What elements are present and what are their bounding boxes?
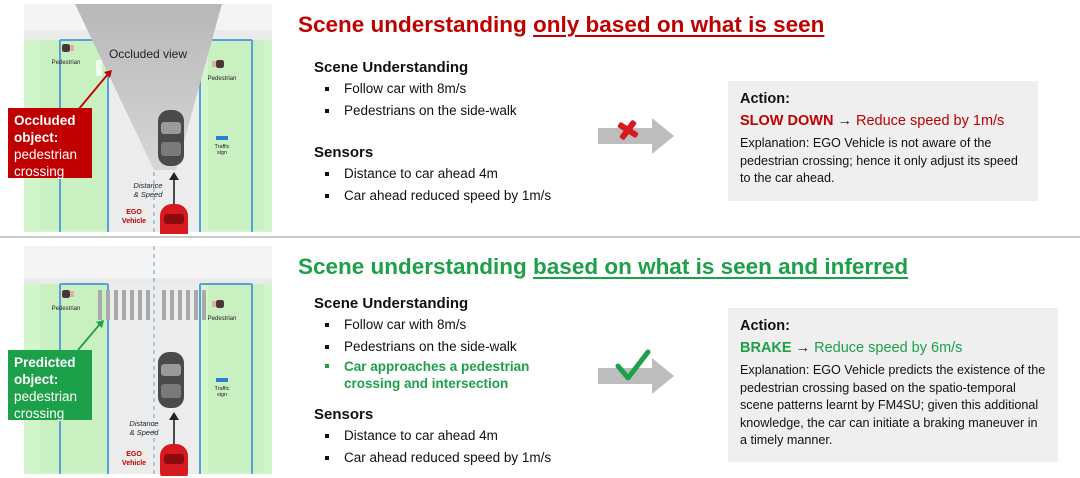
bottom-action-arrow: → [795,340,811,356]
list-item: Car ahead reduced speed by 1m/s [322,447,551,469]
right-grass [208,40,264,230]
car-ahead-icon [158,352,184,408]
traffic-sign-icon [216,378,228,382]
top-callout-line1: Occluded [14,113,76,128]
occluded-view-cone [75,4,222,170]
distance-label-2: & Speed [134,190,164,199]
top-action-arrow: → [837,113,852,129]
bottom-callout-line3: pedestrian [14,389,78,404]
cross-icon [617,120,639,140]
top-action-main: SLOW DOWN → Reduce speed by 1m/s [740,113,1026,129]
top-explanation: Explanation: EGO Vehicle is not aware of… [740,136,1018,185]
top-callout: Occluded object: pedestrian crossing [8,108,92,179]
bottom-title: Scene understanding based on what is see… [298,254,908,280]
bottom-callout-line2: object: [14,372,59,387]
list-item: Distance to car ahead 4m [322,425,551,447]
top-sensors-heading: Sensors [314,144,374,161]
pedestrian-left-label: Pedestrian [52,60,81,66]
bottom-action-label: Action: [740,318,790,334]
bottom-callout: Predicted object: pedestrian crossing [8,350,92,421]
top-title-prefix: Scene understanding [298,12,534,37]
pedestrian-left-icon [62,44,74,52]
top-action-text: Reduce speed by 1m/s [856,113,1005,129]
top-flow-arrow-icon [598,118,674,154]
panel-divider [0,236,1080,238]
top-sensor-list: Distance to car ahead 4m Car ahead reduc… [322,163,551,207]
top-scene-heading: Scene Understanding [314,59,469,76]
top-action-box: Action: SLOW DOWN → Reduce speed by 1m/s… [728,81,1038,201]
bottom-scene-list: Follow car with 8m/s Pedestrians on the … [322,314,562,395]
ego-label-1: EGO [126,209,142,216]
bottom-title-underlined: based on what is seen and inferred [533,254,909,279]
list-item: Distance to car ahead 4m [322,163,551,185]
bottom-sensor-list: Distance to car ahead 4m Car ahead reduc… [322,425,551,469]
checkmark-icon [615,349,651,381]
traffic-sign-icon [216,136,228,140]
pedestrian-left-icon [62,290,74,298]
traffic-sign-label-2: sign [217,150,227,156]
bottom-scene-heading: Scene Understanding [314,295,469,312]
top-callout-line4: crossing [14,164,65,179]
bottom-callout-line4: crossing [14,406,65,421]
traffic-sign-label-1: Traffic [215,144,230,150]
top-callout-line3: pedestrian [14,147,78,162]
pedestrian-right-label: Pedestrian [208,76,237,82]
ego-label-1: EGO [126,451,142,458]
distance-label-2: & Speed [130,428,160,437]
top-title-underlined: only based on what is seen [533,12,825,37]
pedestrian-right-icon [212,60,224,68]
distance-label-1: Distance [133,181,162,190]
bottom-action-box: Action: BRAKE → Reduce speed by 6m/s Exp… [728,308,1058,462]
traffic-sign-label-1: Traffic [215,386,230,392]
list-item: Follow car with 8m/s [322,78,517,100]
traffic-sign-label-2: sign [217,392,227,398]
top-scene-list: Follow car with 8m/s Pedestrians on the … [322,78,517,122]
ego-vehicle-icon [160,444,188,476]
ego-vehicle-icon [160,204,188,234]
top-callout-line2: object: [14,130,59,145]
bottom-explanation: Explanation: EGO Vehicle predicts the ex… [740,363,1046,447]
pedestrian-crossing [98,290,206,320]
list-item: Pedestrians on the side-walk [322,100,517,122]
top-action-keyword: SLOW DOWN [740,113,834,129]
pedestrian-right-label: Pedestrian [208,316,237,322]
distance-label-1: Distance [129,419,158,428]
bottom-action-keyword: BRAKE [740,340,792,356]
bottom-action-main: BRAKE → Reduce speed by 6m/s [740,340,1046,356]
list-item: Car ahead reduced speed by 1m/s [322,185,551,207]
pedestrian-left-label: Pedestrian [52,306,81,312]
pedestrian-right-icon [212,300,224,308]
occluded-view-label: Occluded view [109,47,187,61]
list-item: Follow car with 8m/s [322,314,562,336]
top-title: Scene understanding only based on what i… [298,12,824,38]
bottom-action-text: Reduce speed by 6m/s [814,340,963,356]
bottom-sensors-heading: Sensors [314,406,374,423]
list-item-highlight: Car approaches a pedestrian crossing and… [322,358,562,392]
bottom-title-prefix: Scene understanding [298,254,534,279]
ego-label-2: Vehicle [122,460,146,467]
bottom-callout-line1: Predicted [14,355,76,370]
top-action-label: Action: [740,91,790,107]
list-item: Pedestrians on the side-walk [322,336,562,358]
bottom-flow-arrow-icon [598,349,674,394]
ego-label-2: Vehicle [122,218,146,225]
car-ahead-icon [158,110,184,166]
